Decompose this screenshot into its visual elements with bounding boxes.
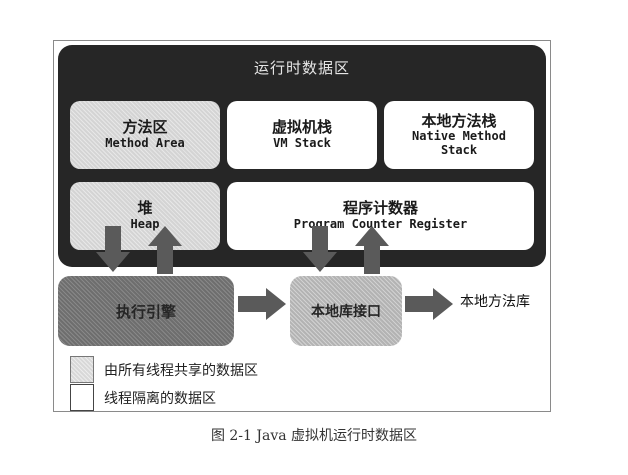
- execution-engine-label: 执行引擎: [115, 302, 176, 321]
- native-method-stack-block: 本地方法栈 Native Method Stack: [384, 101, 534, 169]
- heap-en: Heap: [130, 216, 160, 231]
- figure-caption: 图 2-1 Java 虚拟机运行时数据区: [210, 428, 418, 444]
- legend-item-shared: 由所有线程共享的数据区: [70, 356, 258, 383]
- program-counter-zh: 程序计数器: [342, 199, 418, 218]
- vm-stack-zh: 虚拟机栈: [271, 118, 332, 137]
- legend-label-isolated: 线程隔离的数据区: [104, 390, 216, 407]
- arrow-down-icon: [96, 226, 130, 272]
- legend-item-isolated: 线程隔离的数据区: [70, 384, 216, 411]
- native-method-stack-en-line2: Stack: [440, 142, 478, 157]
- arrow-up-icon: [355, 226, 389, 274]
- native-interface-label: 本地库接口: [311, 304, 381, 320]
- native-method-stack-en-line1: Native Method: [412, 128, 506, 143]
- legend-swatch-shared: [70, 356, 94, 383]
- heap-block: 堆 Heap: [70, 182, 220, 250]
- arrow-right-icon: [238, 288, 286, 320]
- program-counter-en: Program Counter Register: [293, 216, 468, 231]
- native-method-stack-zh: 本地方法栈: [421, 111, 497, 130]
- heap-zh: 堆: [137, 199, 153, 218]
- vm-stack-en: VM Stack: [273, 135, 331, 150]
- native-interface-block: 本地库接口: [290, 276, 402, 346]
- method-area-block: 方法区 Method Area: [70, 101, 220, 169]
- runtime-data-area-title: 运行时数据区: [253, 59, 350, 77]
- legend-label-shared: 由所有线程共享的数据区: [104, 362, 258, 379]
- arrow-right-icon: [405, 288, 453, 320]
- native-library-label: 本地方法库: [460, 294, 530, 310]
- arrow-up-icon: [148, 226, 182, 274]
- vm-stack-block: 虚拟机栈 VM Stack: [227, 101, 377, 169]
- arrow-down-icon: [303, 226, 337, 272]
- legend-swatch-isolated: [70, 384, 94, 411]
- execution-engine-block: 执行引擎: [58, 276, 234, 346]
- method-area-zh: 方法区: [122, 118, 168, 137]
- method-area-en: Method Area: [105, 135, 185, 150]
